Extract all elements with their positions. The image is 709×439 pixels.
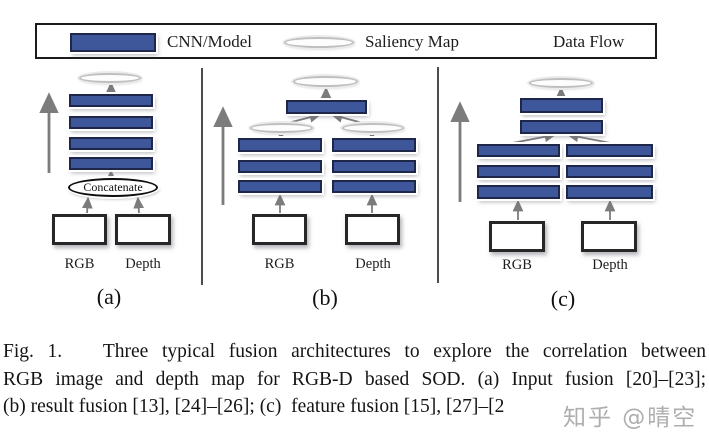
panel-c-letter: (c) xyxy=(550,286,576,311)
figure-caption: Fig. 1. Three typical fusion architectur… xyxy=(3,338,706,421)
saliency-map-ellipse xyxy=(79,73,141,83)
cnn-block xyxy=(238,180,322,193)
cnn-fusion-block xyxy=(286,100,367,114)
caption-line-3: (b) result fusion [13], [24]–[26]; (c) f… xyxy=(3,396,505,417)
saliency-map-ellipse xyxy=(529,78,593,88)
fusion-arrow-right xyxy=(566,131,622,146)
legend-saliency-label: Saliency Map xyxy=(365,32,459,51)
watermark: 知乎 @晴空 xyxy=(563,405,698,431)
caption-line-2: RGB image and depth map for RGB-D based … xyxy=(3,368,706,390)
data-flow-arrow xyxy=(81,196,93,214)
saliency-map-ellipse xyxy=(293,76,358,87)
rgb-input-box xyxy=(489,221,545,252)
legend-cnn-label: CNN/Model xyxy=(167,32,252,51)
depth-label: Depth xyxy=(125,256,161,272)
concatenate-node: Concatenate xyxy=(68,178,158,197)
depth-label: Depth xyxy=(592,257,628,273)
caption-line-1: Fig. 1. Three typical fusion architectur… xyxy=(3,341,706,362)
cnn-fusion-block xyxy=(520,98,603,113)
cnn-block xyxy=(238,160,322,173)
cnn-block xyxy=(69,94,153,107)
depth-input-box xyxy=(115,214,171,245)
cnn-block xyxy=(238,138,322,152)
cnn-block xyxy=(566,185,653,199)
saliency-map-ellipse xyxy=(342,123,404,133)
rgb-label: RGB xyxy=(264,256,295,272)
rgb-input-box xyxy=(52,214,107,245)
rgb-input-box xyxy=(252,214,307,245)
depth-label: Depth xyxy=(355,256,391,272)
panel-a-letter: (a) xyxy=(96,284,122,309)
cnn-block xyxy=(332,180,416,193)
panel-b-letter: (b) xyxy=(312,285,338,310)
cnn-block xyxy=(69,137,153,150)
depth-input-box xyxy=(345,214,400,245)
cnn-block xyxy=(332,138,416,152)
data-flow-arrow xyxy=(133,196,145,214)
fusion-arrow-left xyxy=(501,131,557,146)
cnn-block-swatch xyxy=(70,33,156,52)
cnn-block xyxy=(477,165,560,178)
cnn-block xyxy=(332,160,416,173)
saliency-map-ellipse xyxy=(250,123,313,133)
legend-dataflow-label: Data Flow xyxy=(553,32,625,51)
cnn-block xyxy=(69,157,153,170)
cnn-block xyxy=(477,144,560,157)
cnn-fusion-block xyxy=(520,120,603,134)
rgb-label: RGB xyxy=(64,256,95,272)
panel-c-arrows xyxy=(450,86,622,220)
concatenate-label: Concatenate xyxy=(83,180,143,194)
legend-box: CNN/Model Saliency Map Data Flow xyxy=(35,23,657,59)
cnn-block xyxy=(69,116,153,129)
cnn-block xyxy=(566,165,653,178)
cnn-block xyxy=(566,144,653,157)
depth-input-box xyxy=(581,221,637,252)
saliency-map-swatch xyxy=(284,37,354,48)
rgb-label: RGB xyxy=(502,257,532,273)
cnn-block xyxy=(477,185,560,199)
